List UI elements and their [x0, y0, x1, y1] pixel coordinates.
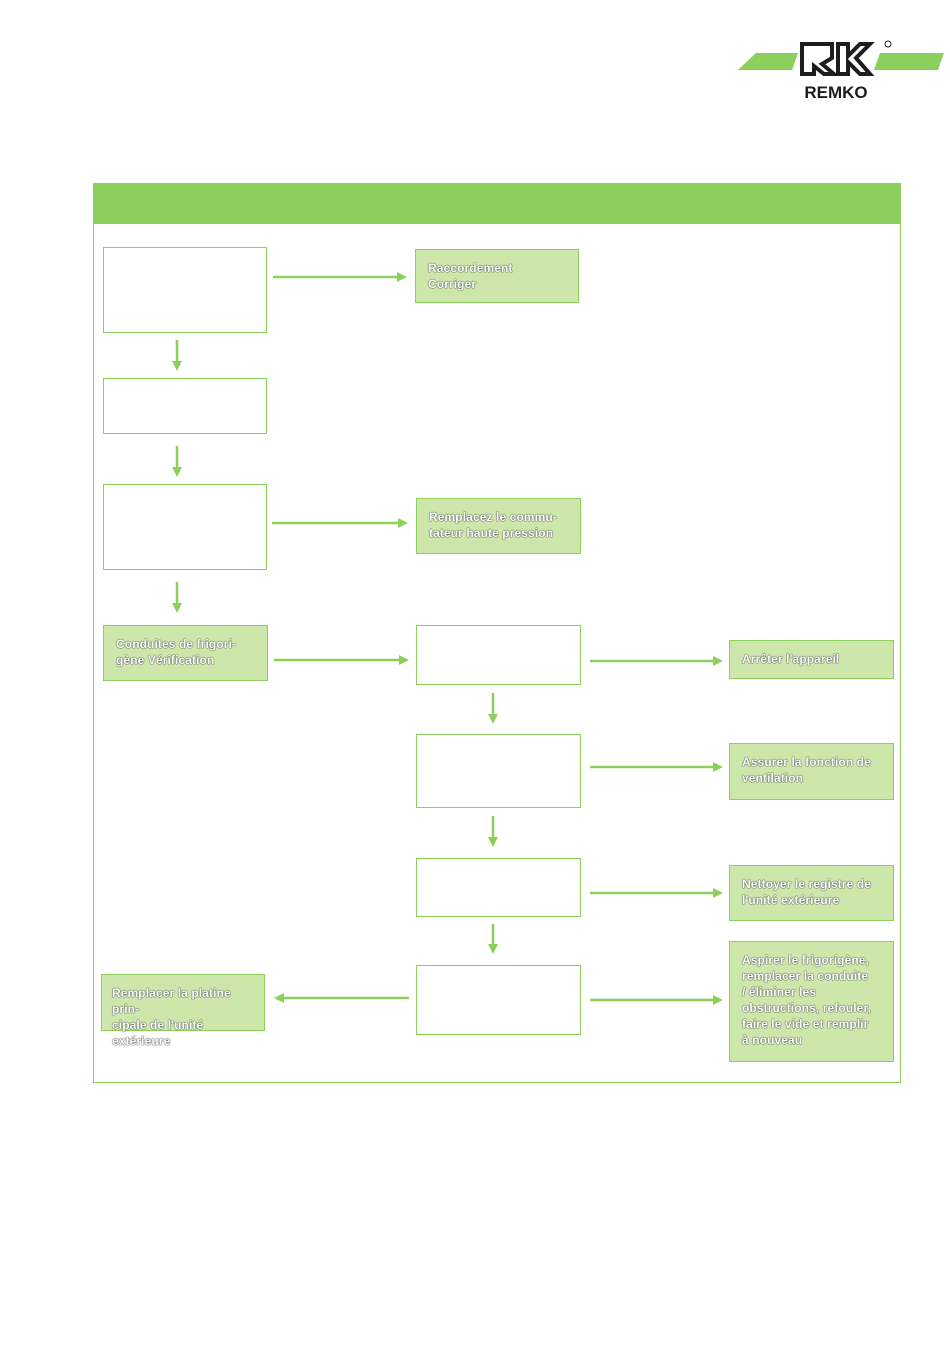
flow-box-remplacer-platine: Remplacer la platine prin- cipale de l'u…	[101, 974, 265, 1048]
flow-box-remplacez-commutateur: Remplacez le commu- tateur haute pressio…	[416, 498, 581, 554]
flow-box-raccordement: Raccordement Corriger	[415, 249, 579, 303]
assurer-ventilation-text: Assurer la fonction de ventilation	[742, 755, 871, 785]
flow-box-empty-5	[416, 734, 581, 808]
flow-box-aspirer: Aspirer le frigorigène, remplacer la con…	[729, 941, 894, 1062]
arreter-text: Arrêter l'appareil	[742, 652, 840, 666]
conduites-text: Conduites de frigori- gène Vérification	[116, 637, 237, 667]
flow-box-empty-2	[103, 378, 267, 434]
logo-text: REMKO	[804, 83, 867, 102]
remko-logo: REMKO	[738, 38, 944, 104]
remplacer-platine-text: Remplacer la platine prin- cipale de l'u…	[112, 986, 231, 1048]
flow-box-empty-6	[416, 858, 581, 917]
flow-box-conduites: Conduites de frigori- gène Vérification	[103, 625, 268, 681]
flow-box-empty-4	[416, 625, 581, 685]
flow-box-assurer-ventilation: Assurer la fonction de ventilation	[729, 743, 894, 800]
flow-box-empty-3	[103, 484, 267, 570]
aspirer-text: Aspirer le frigorigène, remplacer la con…	[742, 953, 871, 1047]
remplacez-commutateur-text: Remplacez le commu- tateur haute pressio…	[429, 510, 557, 540]
raccordement-text: Raccordement Corriger	[428, 261, 513, 291]
flow-box-empty-1	[103, 247, 267, 333]
header-bar	[93, 183, 901, 224]
flow-box-empty-7	[416, 965, 581, 1035]
flow-box-arreter: Arrêter l'appareil	[729, 640, 894, 679]
flow-box-nettoyer-registre: Nettoyer le registre de l'unité extérieu…	[729, 865, 894, 921]
nettoyer-registre-text: Nettoyer le registre de l'unité extérieu…	[742, 877, 872, 907]
